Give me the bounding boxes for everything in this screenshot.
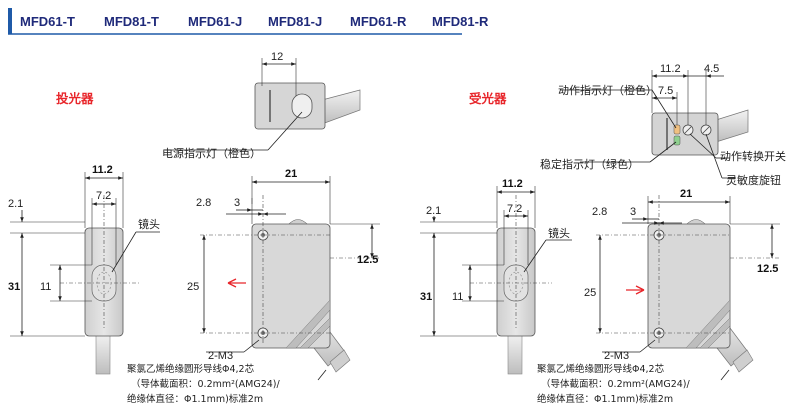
emitter-top-body	[254, 82, 326, 130]
receiver-side-view: 21 2.8 3 12.5 25 2-M3 聚氯乙烯绝缘圆形导线Φ4,2芯 （导…	[537, 188, 780, 405]
emitter-lens-label: 镜头	[138, 217, 160, 231]
receiver-cable-note: （导体截面积：0.2mm²(AMG24)/	[541, 378, 690, 390]
receiver-top-cable	[715, 109, 749, 143]
receiver-hole-spacing: 3	[630, 206, 636, 218]
model-label: MFD61-R	[350, 14, 407, 29]
emitter-heading: 投光器	[56, 91, 94, 106]
red-arrow-right-icon	[626, 285, 645, 295]
receiver-lens-center: 12.5	[757, 263, 778, 275]
emitter-hole-x: 2.8	[196, 197, 211, 209]
emitter-cable-note: 绝缘体直径：Φ1.1mm)标准2m	[127, 393, 263, 405]
emitter-lens-width: 7.2	[96, 190, 111, 202]
power-led-label: 电源指示灯（橙色）	[162, 146, 261, 160]
receiver-front-view: 11.2 7.2 2.1 31 11 镜头	[420, 178, 572, 375]
receiver-lens-label: 镜头	[548, 226, 570, 240]
emitter-front-view: 11.2 7.2 2.1 31 11 镜头	[8, 164, 160, 375]
sensitivity-knob-label: 灵敏度旋钮	[726, 173, 781, 187]
stable-led	[673, 135, 681, 146]
emitter-lens-center: 12.5	[357, 254, 378, 266]
header-accent-bar	[8, 8, 12, 34]
red-arrow-left-icon	[227, 278, 246, 288]
receiver-top-dim-a: 11.2	[660, 63, 681, 75]
emitter-group: 投光器 12 电源指示灯（橙色） 11.2	[8, 51, 380, 405]
receiver-heading: 受光器	[469, 91, 507, 106]
action-led-label: 动作指示灯（橙色）	[558, 83, 657, 97]
stable-led-label: 稳定指示灯（绿色）	[540, 157, 639, 171]
emitter-screw-label: 2-M3	[208, 350, 233, 362]
receiver-top-view: 11.2 4.5 7.5 动作指示灯（橙色） 稳定指示灯（绿色） 动作转换开关 …	[540, 63, 786, 187]
model-label: MFD61-T	[20, 14, 75, 29]
receiver-side-width: 21	[680, 188, 692, 200]
emitter-front-width: 11.2	[92, 164, 113, 176]
model-label: MFD81-T	[104, 14, 159, 29]
model-label: MFD81-J	[268, 14, 322, 29]
receiver-hole-pitch: 25	[584, 287, 596, 299]
emitter-top-view: 12 电源指示灯（橙色）	[162, 51, 361, 160]
receiver-cable-note: 绝缘体直径：Φ1.1mm)标准2m	[537, 393, 673, 405]
emitter-top-offset: 2.1	[8, 198, 23, 210]
emitter-cable-note: 聚氯乙烯绝缘圆形导线Φ4,2芯	[127, 363, 255, 375]
emitter-top-cable	[321, 89, 361, 125]
emitter-top-width: 12	[271, 51, 283, 63]
emitter-side-view: 21 2.8 3 12.5 25 2-M3 聚氯乙烯绝缘圆形导线Φ4,2芯 （	[127, 168, 380, 405]
receiver-cable-note: 聚氯乙烯绝缘圆形导线Φ4,2芯	[537, 363, 665, 375]
model-label: MFD81-R	[432, 14, 489, 29]
emitter-cable-note: （导体截面积：0.2mm²(AMG24)/	[131, 378, 280, 390]
receiver-top-dim-b: 4.5	[704, 63, 719, 75]
model-label: MFD61-J	[188, 14, 242, 29]
receiver-front-width: 11.2	[502, 178, 523, 190]
mode-switch-label: 动作转换开关	[720, 149, 786, 163]
receiver-total-height: 31	[420, 291, 432, 303]
emitter-side-width: 21	[285, 168, 297, 180]
receiver-front-cable	[507, 333, 523, 375]
receiver-top-dim-c: 7.5	[658, 85, 673, 97]
power-led-window	[291, 93, 313, 119]
receiver-top-offset: 2.1	[426, 205, 441, 217]
receiver-lens-height: 11	[452, 291, 463, 303]
emitter-front-cable	[95, 333, 111, 375]
receiver-hole-x: 2.8	[592, 206, 607, 218]
receiver-lens-width: 7.2	[507, 203, 522, 215]
emitter-hole-pitch: 25	[187, 281, 199, 293]
receiver-group: 受光器 11.2 4.5 7.5	[420, 63, 786, 405]
emitter-total-height: 31	[8, 281, 20, 293]
receiver-screw-label: 2-M3	[604, 350, 629, 362]
emitter-lens-height: 11	[40, 281, 51, 293]
emitter-hole-spacing: 3	[234, 197, 240, 209]
